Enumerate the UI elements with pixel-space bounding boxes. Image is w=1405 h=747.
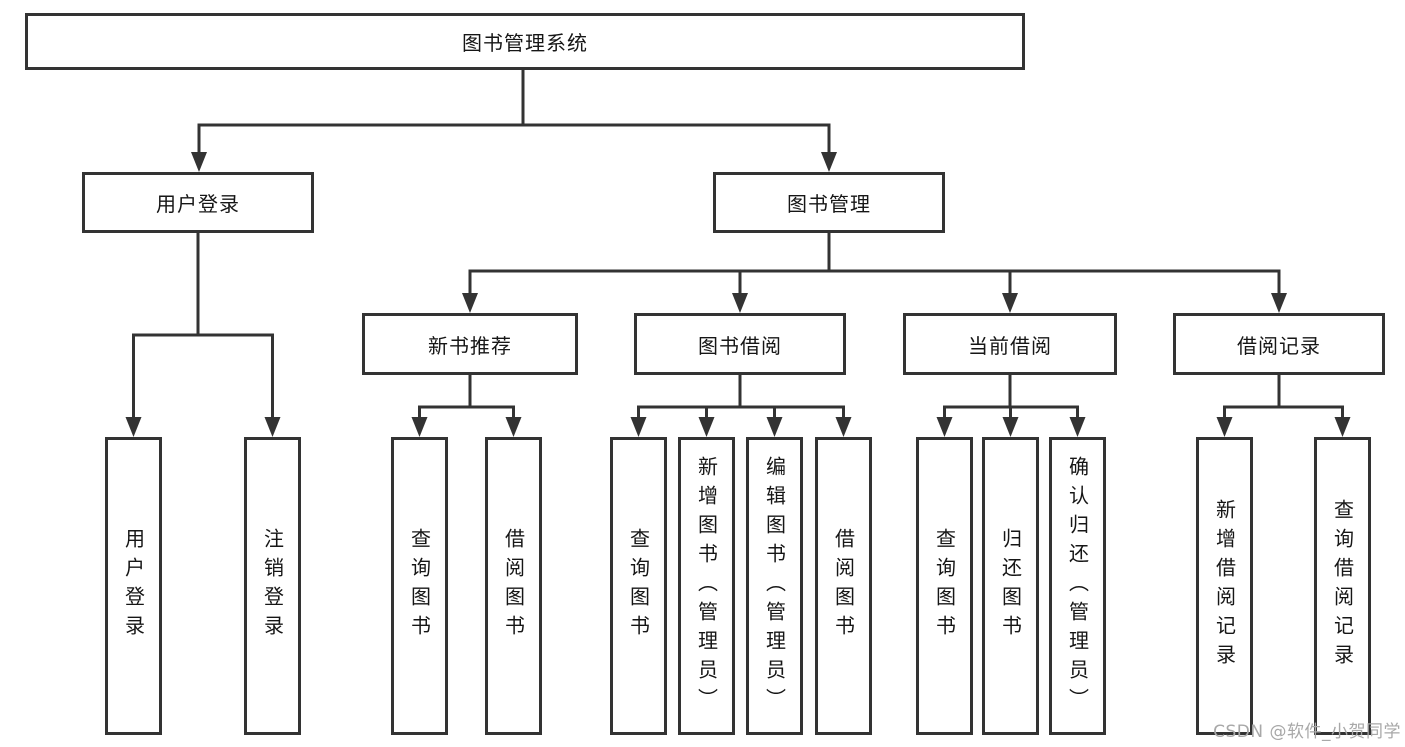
- leaf-add-books-admin-label: 新增图书（管理员）: [694, 455, 719, 717]
- node-book-management-label: 图书管理: [787, 192, 871, 216]
- node-book-borrowing: 图书借阅: [634, 313, 846, 375]
- leaf-return-books: 归还图书: [982, 437, 1039, 735]
- leaf-add-books-admin: 新增图书（管理员）: [678, 437, 735, 735]
- leaf-query-borrow-record: 查询借阅记录: [1314, 437, 1371, 735]
- node-user-login-label: 用户登录: [156, 192, 240, 216]
- arrowheads: [125, 152, 1351, 437]
- node-current-borrowing: 当前借阅: [903, 313, 1117, 375]
- node-book-borrowing-label: 图书借阅: [698, 333, 782, 358]
- node-user-login: 用户登录: [82, 172, 314, 233]
- leaf-query-books-recommend: 查询图书: [391, 437, 448, 735]
- leaf-query-books-borrowing: 查询图书: [610, 437, 667, 735]
- leaf-return-books-label: 归还图书: [998, 528, 1023, 644]
- csdn-watermark: CSDN @软件_小贺同学: [1213, 722, 1401, 742]
- leaf-add-borrow-record: 新增借阅记录: [1196, 437, 1253, 735]
- leaf-edit-books-admin-label: 编辑图书（管理员）: [762, 455, 787, 717]
- node-book-management: 图书管理: [713, 172, 945, 233]
- node-library-system-label: 图书管理系统: [462, 31, 588, 55]
- leaf-user-login-label: 用户登录: [121, 528, 146, 644]
- node-borrowing-records-label: 借阅记录: [1237, 333, 1321, 358]
- node-new-book-recommendation-label: 新书推荐: [428, 333, 512, 358]
- leaf-confirm-return-admin: 确认归还（管理员）: [1049, 437, 1106, 735]
- leaf-borrow-books-borrowing-label: 借阅图书: [831, 528, 856, 644]
- leaf-logout: 注销登录: [244, 437, 301, 735]
- node-borrowing-records: 借阅记录: [1173, 313, 1385, 375]
- leaf-logout-label: 注销登录: [260, 528, 285, 644]
- node-new-book-recommendation: 新书推荐: [362, 313, 578, 375]
- leaf-borrow-books-borrowing: 借阅图书: [815, 437, 872, 735]
- node-library-system: 图书管理系统: [25, 13, 1025, 70]
- leaf-edit-books-admin: 编辑图书（管理员）: [746, 437, 803, 735]
- leaf-confirm-return-admin-label: 确认归还（管理员）: [1065, 455, 1090, 717]
- leaf-borrow-books-recommend: 借阅图书: [485, 437, 542, 735]
- leaf-query-borrow-record-label: 查询借阅记录: [1330, 499, 1355, 673]
- leaf-query-books-current-label: 查询图书: [932, 528, 957, 644]
- leaf-borrow-books-recommend-label: 借阅图书: [501, 528, 526, 644]
- leaf-query-books-recommend-label: 查询图书: [407, 528, 432, 644]
- node-current-borrowing-label: 当前借阅: [968, 333, 1052, 358]
- leaf-add-borrow-record-label: 新增借阅记录: [1212, 499, 1237, 673]
- leaf-query-books-current: 查询图书: [916, 437, 973, 735]
- leaf-query-books-borrowing-label: 查询图书: [626, 528, 651, 644]
- leaf-user-login: 用户登录: [105, 437, 162, 735]
